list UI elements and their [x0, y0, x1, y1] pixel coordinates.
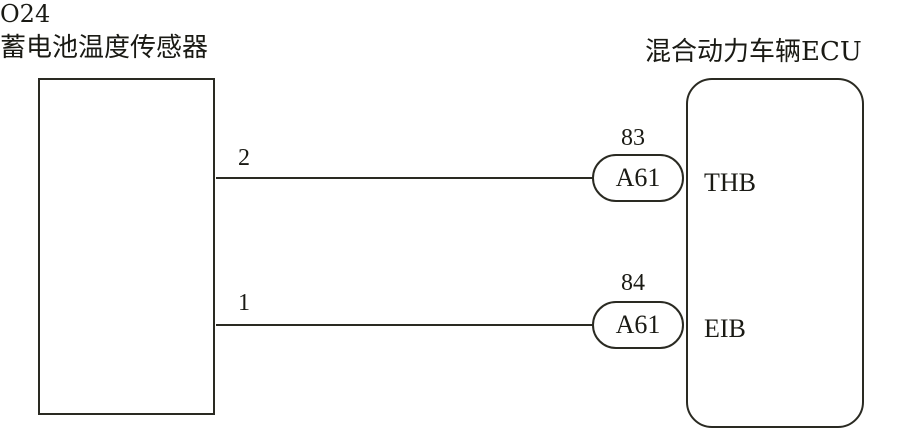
connector-a61-eib: A61	[592, 301, 684, 349]
connector-a61-thb: A61	[592, 154, 684, 202]
signal-thb: THB	[704, 168, 756, 197]
sensor-pin-1-label: 1	[238, 290, 250, 316]
terminal-83-label: 83	[621, 125, 645, 151]
connector-label: A61	[615, 310, 661, 339]
sensor-pin-2-label: 2	[238, 145, 250, 171]
wire-pin2-to-thb	[216, 177, 594, 179]
terminal-84-label: 84	[621, 270, 645, 296]
connector-label: A61	[615, 163, 661, 192]
hybrid-vehicle-ecu-box	[686, 78, 864, 428]
ecu-name: 混合动力车辆ECU	[645, 37, 862, 67]
sensor-name: 蓄电池温度传感器	[0, 33, 209, 63]
battery-temperature-sensor-box	[38, 78, 215, 415]
wire-pin1-to-eib	[216, 324, 594, 326]
signal-eib: EIB	[704, 314, 746, 343]
sensor-code: O24	[0, 0, 51, 28]
